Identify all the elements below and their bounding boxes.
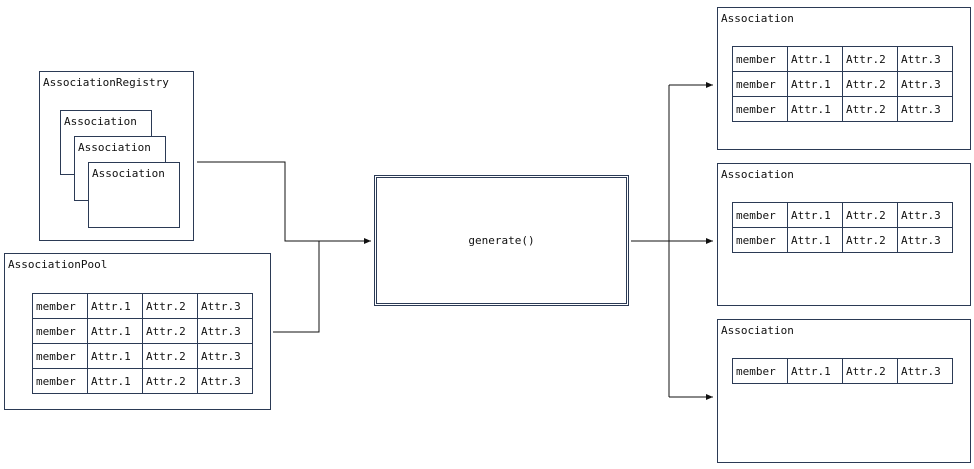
attribute-cell: Attr.2 (842, 227, 898, 253)
attribute-cell: Attr.2 (842, 358, 898, 384)
attribute-cell: Attr.1 (87, 293, 143, 319)
registry-association-label: Association (92, 167, 165, 180)
attribute-cell: Attr.3 (897, 227, 953, 253)
attribute-cell: Attr.2 (142, 293, 198, 319)
attribute-cell: Attr.3 (897, 202, 953, 228)
registry-association-label: Association (64, 115, 137, 128)
attribute-cell: Attr.2 (842, 96, 898, 122)
attribute-cell: Attr.3 (897, 46, 953, 72)
member-cell: member (732, 96, 788, 122)
member-cell: member (32, 368, 88, 394)
output-association-title: Association (721, 324, 794, 337)
member-cell: member (732, 71, 788, 97)
attribute-cell: Attr.1 (87, 368, 143, 394)
member-cell: member (732, 227, 788, 253)
attribute-cell: Attr.1 (787, 71, 843, 97)
attribute-cell: Attr.1 (87, 343, 143, 369)
association-registry-box: AssociationRegistry Association Associat… (39, 71, 194, 241)
attribute-cell: Attr.3 (897, 96, 953, 122)
attribute-cell: Attr.3 (197, 368, 253, 394)
output-association-title: Association (721, 12, 794, 25)
attribute-cell: Attr.2 (142, 368, 198, 394)
attribute-cell: Attr.2 (842, 71, 898, 97)
registry-association-label: Association (78, 141, 151, 154)
association-registry-title: AssociationRegistry (43, 76, 169, 89)
output-association-title: Association (721, 168, 794, 181)
pool-to-generate-line (273, 241, 320, 333)
attribute-cell: Attr.1 (787, 96, 843, 122)
attribute-cell: Attr.3 (897, 358, 953, 384)
attribute-cell: Attr.3 (197, 318, 253, 344)
attribute-cell: Attr.3 (197, 293, 253, 319)
attribute-cell: Attr.1 (787, 46, 843, 72)
attribute-cell: Attr.2 (142, 318, 198, 344)
attribute-cell: Attr.1 (787, 358, 843, 384)
attribute-cell: Attr.1 (787, 227, 843, 253)
generate-process-box: generate() (374, 175, 629, 306)
attribute-cell: Attr.2 (142, 343, 198, 369)
member-cell: member (32, 318, 88, 344)
member-cell: member (32, 343, 88, 369)
attribute-cell: Attr.3 (197, 343, 253, 369)
attribute-cell: Attr.1 (87, 318, 143, 344)
member-cell: member (732, 358, 788, 384)
association-pool-title: AssociationPool (8, 258, 108, 271)
attribute-cell: Attr.3 (897, 71, 953, 97)
attribute-cell: Attr.2 (842, 46, 898, 72)
generate-label: generate() (468, 234, 535, 247)
attribute-cell: Attr.2 (842, 202, 898, 228)
registry-association-card: Association (88, 162, 180, 228)
registry-to-generate-line (197, 161, 371, 244)
member-cell: member (732, 202, 788, 228)
attribute-cell: Attr.1 (787, 202, 843, 228)
member-cell: member (732, 46, 788, 72)
member-cell: member (32, 293, 88, 319)
